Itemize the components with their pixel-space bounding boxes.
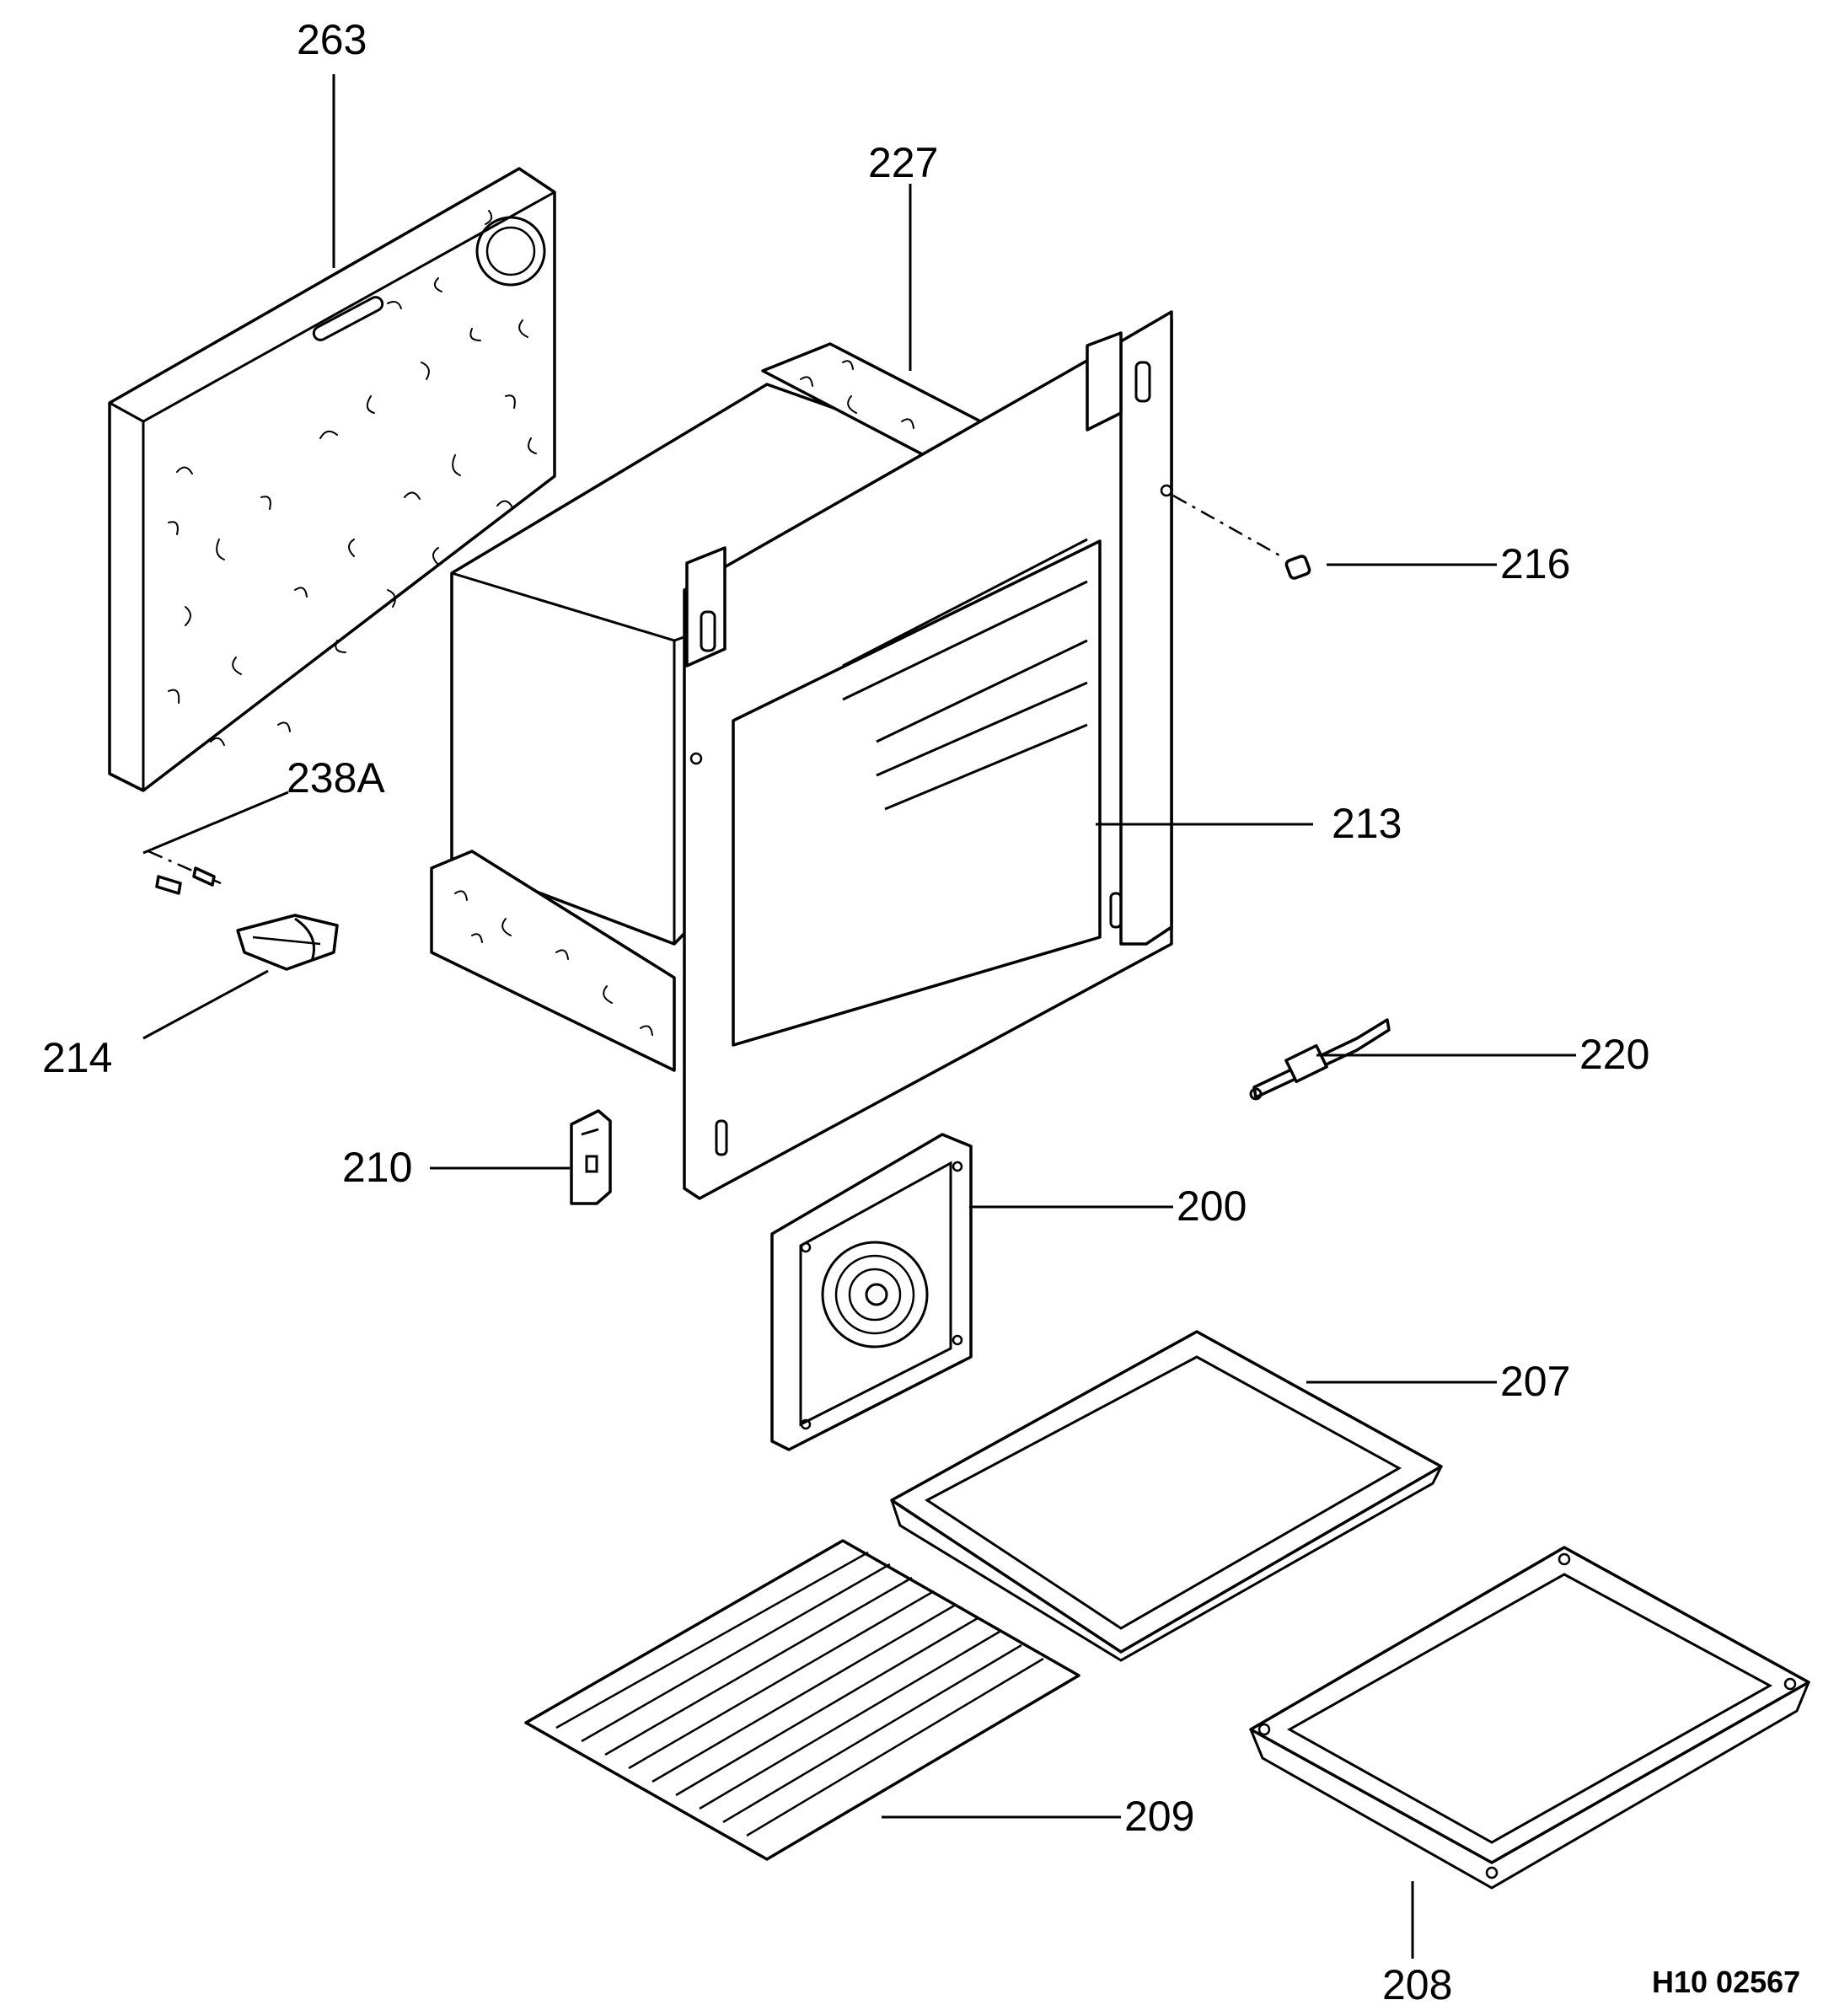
part-208-deep-tray [1249, 1546, 1810, 1890]
label-238a: 238A [287, 754, 385, 802]
leader-238a [142, 791, 289, 855]
part-216-screw [1172, 494, 1311, 580]
label-227: 227 [868, 139, 938, 186]
part-210-latch [570, 1109, 612, 1205]
part-263-insulation-panel [108, 167, 556, 792]
part-209-wire-shelf [524, 1539, 1080, 1861]
leader-214 [142, 969, 269, 1040]
label-214: 214 [42, 1034, 112, 1081]
diagram-reference-code: H10 02567 [1652, 1965, 1800, 1999]
label-213: 213 [1332, 800, 1402, 847]
part-220-hinge-rod [1249, 1018, 1391, 1101]
part-214-bracket [236, 914, 339, 971]
part-238a-screws [147, 850, 222, 895]
label-216: 216 [1500, 540, 1570, 587]
label-210: 210 [342, 1144, 412, 1191]
label-220: 220 [1579, 1031, 1649, 1078]
label-208: 208 [1382, 1961, 1452, 2008]
label-207: 207 [1500, 1358, 1570, 1405]
part-227-oven-cavity [430, 310, 1173, 1200]
label-209: 209 [1124, 1793, 1194, 1840]
label-200: 200 [1177, 1182, 1247, 1230]
part-200-fan-cover [770, 1133, 973, 1451]
part-207-shallow-tray [890, 1330, 1443, 1662]
label-263: 263 [297, 16, 367, 63]
